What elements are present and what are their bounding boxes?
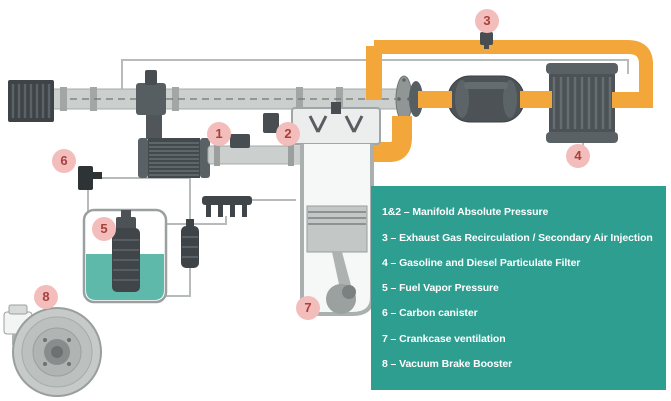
callout-7: 7 — [296, 296, 320, 320]
callout-6: 6 — [52, 149, 76, 173]
fuel-rail-injectors — [202, 196, 252, 217]
intercooler — [138, 138, 210, 178]
legend-item-7: 7 – Crankcase ventilation — [382, 332, 506, 345]
engine-cylinder — [291, 102, 381, 316]
callout-4: 4 — [566, 144, 590, 168]
carbon-canister — [181, 219, 199, 268]
legend-item-5: 5 – Fuel Vapor Pressure — [382, 282, 499, 294]
egr-sensor-icon — [480, 32, 493, 49]
exhaust-pipe — [366, 40, 653, 162]
legend-item-8: 8 – Vacuum Brake Booster — [382, 357, 513, 370]
legend-item-4: 4 – Gasoline and Diesel Particulate Filt… — [382, 256, 581, 269]
map-sensor-1-icon — [230, 134, 250, 148]
callout-3: 3 — [475, 9, 499, 33]
legend-panel: 1&2 – Manifold Absolute Pressure 3 – Exh… — [371, 186, 666, 390]
vapor-valve — [78, 166, 102, 190]
callout-5: 5 — [92, 217, 116, 241]
throttle-body — [136, 70, 166, 139]
air-filter — [8, 80, 54, 122]
legend-item-6: 6 – Carbon canister — [382, 307, 478, 320]
particulate-filter — [546, 63, 618, 143]
charge-pipe — [207, 144, 303, 166]
legend-item-1-2: 1&2 – Manifold Absolute Pressure — [382, 206, 549, 219]
callout-8: 8 — [34, 285, 58, 309]
catalytic-converter — [447, 75, 525, 123]
callout-2: 2 — [276, 122, 300, 146]
legend-item-3: 3 – Exhaust Gas Recirculation / Secondar… — [382, 231, 653, 244]
brake-booster — [3, 304, 102, 397]
callout-1: 1 — [207, 122, 231, 146]
map-sensor-2-icon — [263, 113, 279, 133]
